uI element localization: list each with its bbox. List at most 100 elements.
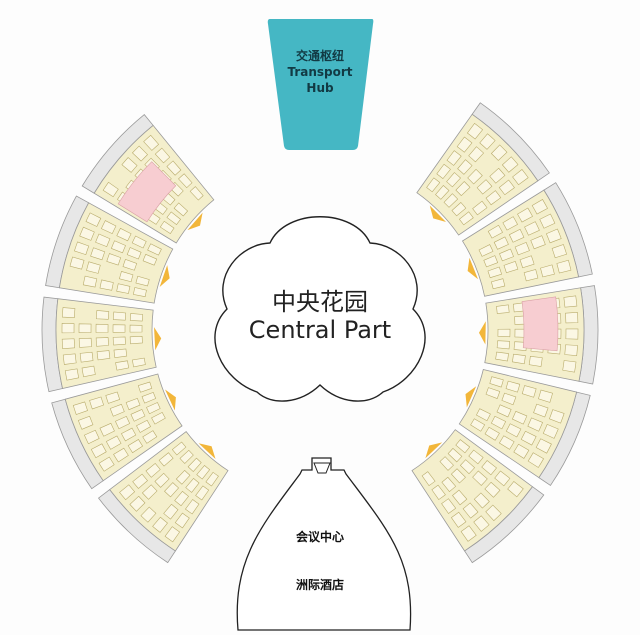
booth xyxy=(89,396,105,410)
booth xyxy=(136,419,151,433)
booth xyxy=(501,392,517,406)
booth xyxy=(82,275,98,288)
booth xyxy=(490,415,507,430)
booth xyxy=(455,181,471,197)
hall-west-1-entrance xyxy=(198,443,216,460)
booth xyxy=(450,511,467,528)
booth xyxy=(122,258,138,271)
building-entrance-marker xyxy=(313,462,331,474)
booth xyxy=(484,426,500,441)
booth xyxy=(472,470,488,486)
booth xyxy=(446,150,462,166)
booth xyxy=(476,179,493,195)
booth xyxy=(95,323,109,333)
booth xyxy=(524,221,540,236)
booth xyxy=(166,211,182,225)
booth xyxy=(189,186,204,201)
booth xyxy=(112,311,127,321)
booth xyxy=(496,304,510,314)
booth xyxy=(505,423,522,438)
booth xyxy=(470,418,486,432)
booth xyxy=(116,227,132,242)
booth xyxy=(489,376,504,388)
booth xyxy=(141,484,158,500)
booth xyxy=(468,449,484,465)
booth xyxy=(505,380,521,393)
booth xyxy=(129,495,146,512)
booth xyxy=(132,473,148,489)
booth xyxy=(79,351,94,363)
booth xyxy=(61,338,75,350)
booth xyxy=(137,381,153,393)
booth xyxy=(109,403,125,417)
booth xyxy=(115,360,130,371)
booth xyxy=(458,211,474,226)
exhibition-halls xyxy=(41,102,599,564)
booth xyxy=(446,172,461,188)
booth xyxy=(143,134,160,151)
conference-center-label: 会议中心 xyxy=(295,530,344,544)
booth xyxy=(130,409,146,422)
booth xyxy=(459,459,476,475)
booth xyxy=(436,163,451,180)
booth xyxy=(112,336,126,346)
booth xyxy=(152,516,168,533)
booth xyxy=(131,145,148,162)
booth xyxy=(495,351,509,362)
booth xyxy=(479,133,496,150)
booth xyxy=(90,247,106,261)
booth xyxy=(164,482,180,498)
booth xyxy=(538,389,553,403)
hall-west-4-entrance xyxy=(159,265,170,288)
booth xyxy=(131,235,147,249)
conference-hotel-building[interactable] xyxy=(236,457,412,631)
booth xyxy=(129,336,143,345)
booth xyxy=(205,471,219,487)
booth xyxy=(563,295,578,308)
booth xyxy=(125,397,141,411)
booth xyxy=(187,457,202,472)
booth xyxy=(487,266,502,279)
booth xyxy=(431,484,446,500)
booth xyxy=(421,471,436,487)
booth xyxy=(490,144,508,161)
booth xyxy=(95,233,111,247)
booth xyxy=(511,410,528,425)
booth xyxy=(520,430,537,446)
booth xyxy=(119,484,136,501)
booth xyxy=(106,253,122,266)
booth xyxy=(513,443,530,459)
booth xyxy=(61,323,75,334)
booth xyxy=(485,190,502,206)
booth xyxy=(171,441,187,456)
booth xyxy=(521,385,537,398)
booth xyxy=(455,439,471,454)
transport-hub-block[interactable] xyxy=(267,19,374,150)
booth xyxy=(478,244,494,257)
booth xyxy=(78,323,92,333)
booth xyxy=(460,525,477,542)
booth xyxy=(527,452,545,468)
booth xyxy=(178,173,193,189)
booth xyxy=(72,401,88,415)
booth xyxy=(551,244,567,259)
booth xyxy=(549,409,565,424)
booth xyxy=(129,324,143,333)
booth xyxy=(64,368,80,381)
booth xyxy=(472,200,488,216)
booth xyxy=(441,476,457,493)
booth xyxy=(145,462,161,478)
booth xyxy=(147,243,162,256)
booth xyxy=(151,411,166,425)
booth xyxy=(99,422,115,437)
booth xyxy=(502,216,518,231)
central-garden-outline[interactable] xyxy=(214,216,426,402)
booth xyxy=(562,360,577,373)
booth xyxy=(456,136,473,153)
booth xyxy=(142,253,158,266)
booth xyxy=(154,147,171,164)
booth xyxy=(141,392,157,404)
hall-west-5-entrance xyxy=(187,212,203,231)
booth xyxy=(508,228,525,243)
booth xyxy=(517,207,533,223)
